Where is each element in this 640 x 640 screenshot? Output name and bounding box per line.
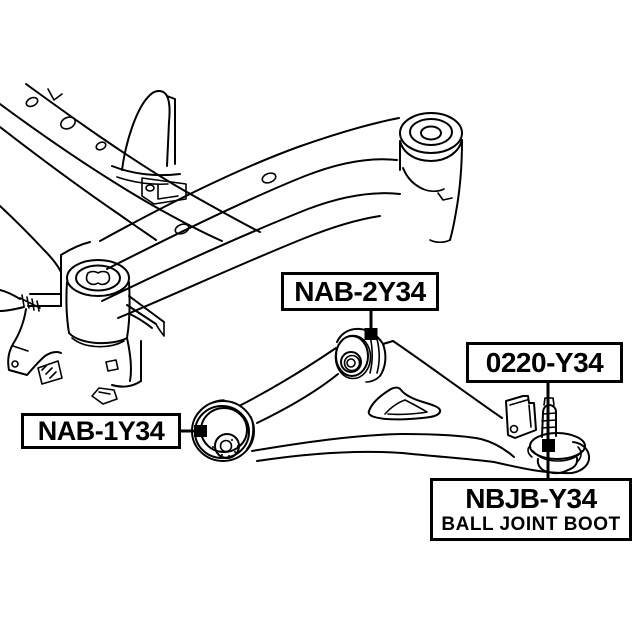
subframe-front-mount-bushing — [65, 259, 131, 348]
part-number: NAB-1Y34 — [37, 415, 165, 446]
subframe-rear-mount-bushing — [399, 112, 463, 244]
leader-lines — [180, 311, 555, 481]
part-label-0220-y34[interactable]: 0220-Y34 — [466, 342, 623, 383]
part-number: 0220-Y34 — [485, 346, 604, 378]
part-description: BALL JOINT BOOT — [441, 514, 621, 535]
part-label-nbjb-y34[interactable]: NBJB-Y34 BALL JOINT BOOT — [430, 478, 632, 541]
control-arm-illustration — [191, 327, 591, 475]
leader-marker-nab1 — [194, 425, 207, 437]
ball-joint-illustration — [527, 397, 586, 475]
subframe-left-brackets — [0, 205, 165, 405]
leader-marker-0220 — [542, 439, 555, 452]
part-label-nab-2y34[interactable]: NAB-2Y34 — [281, 272, 439, 311]
rear-arm-bushing — [334, 327, 394, 383]
knuckle-bracket — [505, 395, 537, 439]
part-number: NAB-2Y34 — [294, 275, 426, 307]
part-label-nab-1y34[interactable]: NAB-1Y34 — [21, 413, 181, 449]
leader-marker-nab2 — [364, 328, 378, 340]
subframe-crossmember-illustration — [0, 83, 463, 405]
part-number: NBJB-Y34 — [465, 483, 597, 514]
